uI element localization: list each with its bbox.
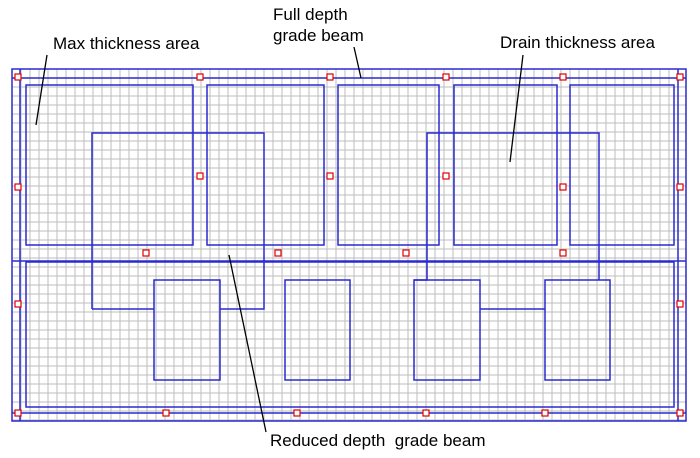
support-node bbox=[142, 249, 150, 257]
label-max-thickness-area: Max thickness area bbox=[53, 34, 200, 53]
label-drain-thickness-area: Drain thickness area bbox=[500, 33, 656, 52]
support-node bbox=[676, 409, 684, 417]
reduced-depth-grade-beam-left bbox=[91, 132, 265, 310]
max-thickness-area-1 bbox=[25, 84, 194, 246]
support-node bbox=[293, 409, 301, 417]
leader-full-depth bbox=[353, 46, 362, 79]
support-node bbox=[442, 73, 450, 81]
support-node bbox=[676, 183, 684, 191]
max-thickness-area-5 bbox=[569, 84, 675, 246]
support-node bbox=[196, 73, 204, 81]
drain-thickness-area-3 bbox=[413, 279, 481, 381]
max-thickness-area-2 bbox=[206, 84, 325, 246]
support-node bbox=[14, 300, 22, 308]
support-node bbox=[559, 73, 567, 81]
support-node bbox=[14, 73, 22, 81]
max-thickness-area-bottom bbox=[25, 261, 675, 408]
support-nodes bbox=[14, 73, 684, 417]
beam-layout bbox=[11, 68, 687, 422]
support-node bbox=[274, 249, 282, 257]
label-full-depth-line2: grade beam bbox=[273, 26, 364, 45]
label-full-depth-line1: Full depth bbox=[273, 5, 348, 24]
leader-max-thickness bbox=[35, 54, 48, 126]
max-thickness-area-4 bbox=[453, 84, 558, 246]
label-reduced-depth-grade-beam: Reduced depth grade beam bbox=[270, 431, 486, 450]
annotations: Max thickness area Full depth grade beam… bbox=[35, 5, 656, 450]
leader-reduced-depth bbox=[228, 254, 267, 433]
support-node bbox=[326, 73, 334, 81]
leader-drain-thickness bbox=[509, 54, 524, 163]
support-node bbox=[326, 172, 334, 180]
support-node bbox=[676, 300, 684, 308]
support-node bbox=[541, 409, 549, 417]
support-node bbox=[422, 409, 430, 417]
support-node bbox=[14, 183, 22, 191]
support-node bbox=[676, 73, 684, 81]
support-node bbox=[402, 249, 410, 257]
support-node bbox=[14, 409, 22, 417]
support-node bbox=[559, 183, 567, 191]
max-thickness-area-3 bbox=[337, 84, 440, 246]
drain-thickness-area-1 bbox=[153, 279, 221, 381]
drain-thickness-area-4 bbox=[544, 279, 611, 381]
slab-outer-edge bbox=[11, 68, 687, 422]
support-node bbox=[162, 409, 170, 417]
support-node bbox=[559, 249, 567, 257]
support-node bbox=[442, 172, 450, 180]
drain-thickness-area-2 bbox=[284, 279, 351, 381]
support-node bbox=[196, 172, 204, 180]
